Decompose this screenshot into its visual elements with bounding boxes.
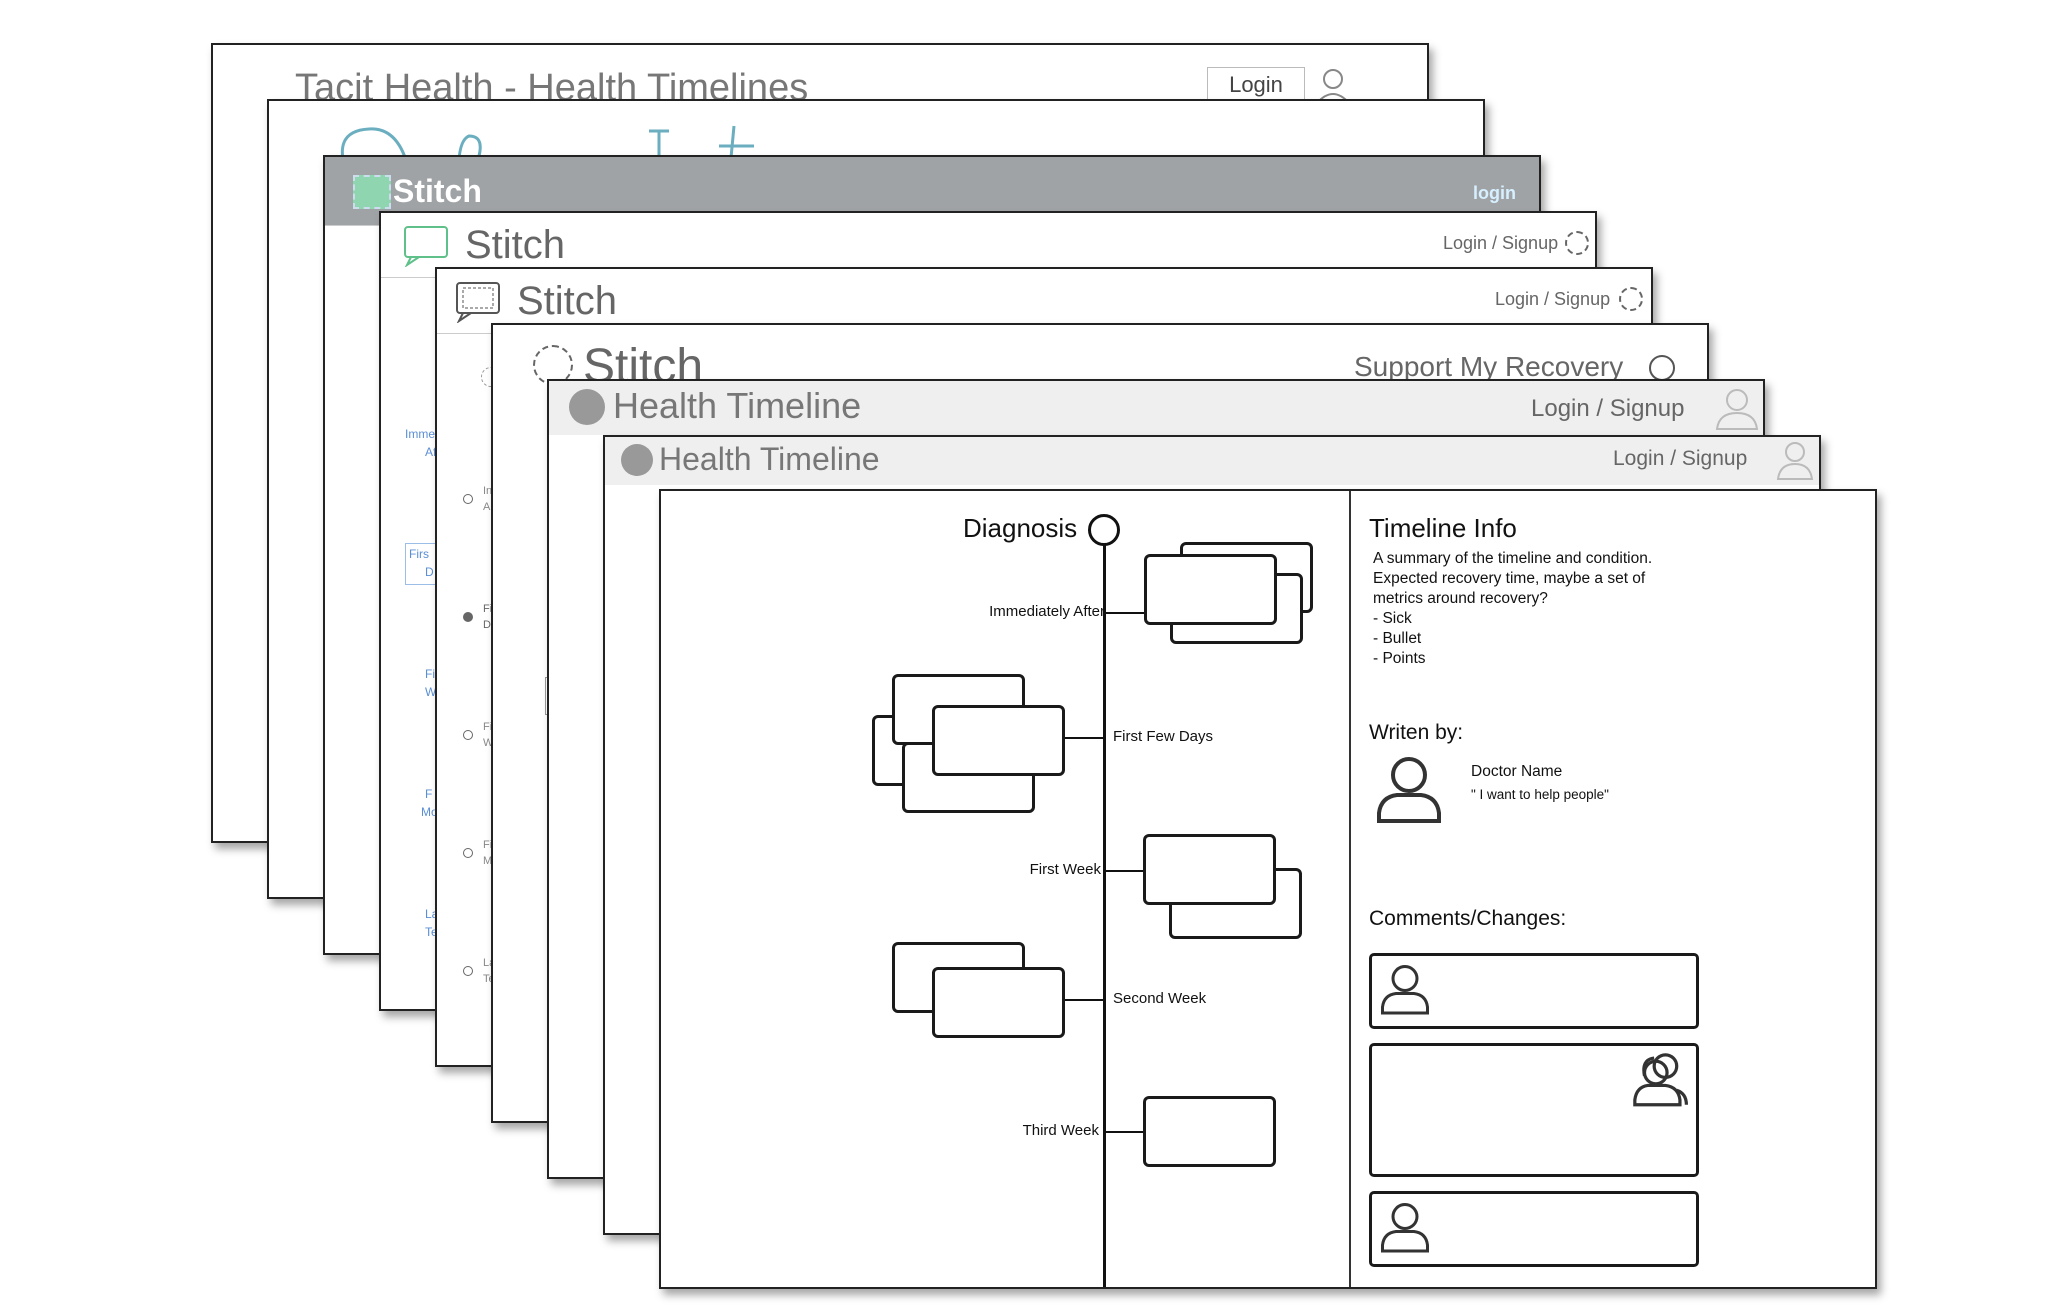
diagnosis-label: Diagnosis	[963, 513, 1078, 543]
circle-icon[interactable]	[1649, 355, 1675, 381]
summary-line: metrics around recovery?	[1373, 590, 1548, 607]
user-icon[interactable]	[1775, 439, 1815, 481]
app-title: Health Timeline	[613, 385, 862, 426]
stage-fragment: A	[483, 501, 491, 513]
timeline-card[interactable]	[932, 967, 1065, 1038]
stage-fragment: Mo	[421, 805, 438, 819]
comment-card[interactable]	[1369, 1191, 1699, 1267]
stage-fragment: Firs	[409, 547, 429, 561]
stage-radio[interactable]	[463, 730, 473, 740]
comments-label: Comments/Changes:	[1369, 907, 1567, 930]
login-link[interactable]: login	[1473, 183, 1516, 203]
mockup-sheet-main: Diagnosis Immediately After First Few Da…	[659, 489, 1877, 1289]
header-bar	[605, 437, 1819, 485]
brand-name: Stitch	[465, 223, 566, 267]
stage-connector	[1063, 737, 1103, 739]
stage-radio[interactable]	[463, 848, 473, 858]
author-avatar-icon[interactable]	[1373, 753, 1445, 825]
timeline-card[interactable]	[932, 705, 1065, 776]
timeline-card[interactable]	[1144, 554, 1277, 625]
stage-fragment: Fi	[483, 839, 493, 851]
stage-label: First Week	[1029, 861, 1101, 878]
group-avatar-icon	[1633, 1053, 1688, 1107]
summary-line: A summary of the timeline and condition.	[1373, 550, 1653, 567]
comment-card[interactable]	[1369, 1043, 1699, 1177]
stage-label: Third Week	[1022, 1122, 1099, 1139]
comment-card[interactable]	[1369, 953, 1699, 1029]
stage-label: Second Week	[1113, 990, 1207, 1007]
stage-fragment: Af	[425, 445, 437, 459]
summary-line: - Points	[1373, 650, 1426, 667]
stage-connector	[1105, 612, 1145, 614]
stage-fragment: W	[425, 685, 437, 699]
stage-fragment: Te	[483, 973, 495, 985]
stage-connector	[1105, 870, 1145, 872]
login-signup-link[interactable]: Login / Signup	[1443, 233, 1559, 253]
chat-bubble-icon	[404, 226, 448, 267]
stage-fragment: Fi	[483, 721, 493, 733]
stage-radio[interactable]	[463, 966, 473, 976]
login-signup-link[interactable]: Login / Signup	[1613, 447, 1748, 470]
logo-dot-icon	[621, 444, 653, 476]
support-recovery-link[interactable]: Support My Recovery	[1354, 351, 1624, 382]
stage-fragment: W	[483, 737, 494, 749]
user-icon[interactable]	[1713, 385, 1761, 431]
panel-divider	[1349, 491, 1351, 1287]
stage-fragment: Fi	[425, 667, 435, 681]
info-heading: Timeline Info	[1369, 513, 1517, 543]
commenter-avatar-icon	[1381, 1203, 1429, 1253]
brand-name: Stitch	[393, 173, 482, 209]
written-by-label: Writen by:	[1369, 721, 1464, 744]
diagnosis-node[interactable]	[1088, 514, 1120, 546]
stage-fragment: F	[425, 787, 433, 801]
timeline-spine	[1103, 535, 1106, 1287]
stage-connector	[1105, 1131, 1145, 1133]
app-title: Health Timeline	[659, 441, 880, 477]
summary-line: - Sick	[1373, 610, 1412, 627]
timeline-card[interactable]	[1143, 834, 1276, 905]
stage-label: First Few Days	[1113, 728, 1214, 745]
stage-connector	[1063, 999, 1103, 1001]
avatar-placeholder-icon[interactable]	[1619, 287, 1643, 311]
stage-label: Immediately After	[989, 603, 1105, 620]
summary-line: - Bullet	[1373, 630, 1422, 647]
stage-fragment: Fi	[483, 603, 493, 615]
brand-name: Stitch	[517, 279, 618, 323]
author-quote: " I want to help people"	[1471, 787, 1609, 802]
login-button[interactable]: Login	[1207, 67, 1305, 103]
stitch-logo-icon	[353, 175, 391, 209]
stage-fragment: D	[483, 619, 491, 631]
avatar-placeholder-icon[interactable]	[1565, 231, 1589, 255]
stage-fragment: Imme	[405, 427, 435, 441]
commenter-avatar-icon	[1381, 965, 1429, 1015]
summary-line: Expected recovery time, maybe a set of	[1373, 570, 1646, 587]
stage-radio-selected[interactable]	[463, 612, 473, 622]
stage-radio[interactable]	[463, 494, 473, 504]
author-name: Doctor Name	[1471, 763, 1563, 780]
stage-fragment: In	[483, 485, 493, 497]
logo-dot-icon	[569, 389, 605, 425]
login-signup-link[interactable]: Login / Signup	[1495, 289, 1611, 309]
login-signup-link[interactable]: Login / Signup	[1531, 395, 1685, 422]
header-bar	[549, 381, 1763, 435]
info-summary: A summary of the timeline and condition.…	[1373, 549, 1652, 669]
timeline-card[interactable]	[1143, 1096, 1276, 1167]
stage-fragment: Te	[425, 925, 438, 939]
stage-fragment: M	[483, 855, 493, 867]
chat-bubble-icon	[456, 282, 500, 323]
stage-fragment: D	[425, 565, 434, 579]
